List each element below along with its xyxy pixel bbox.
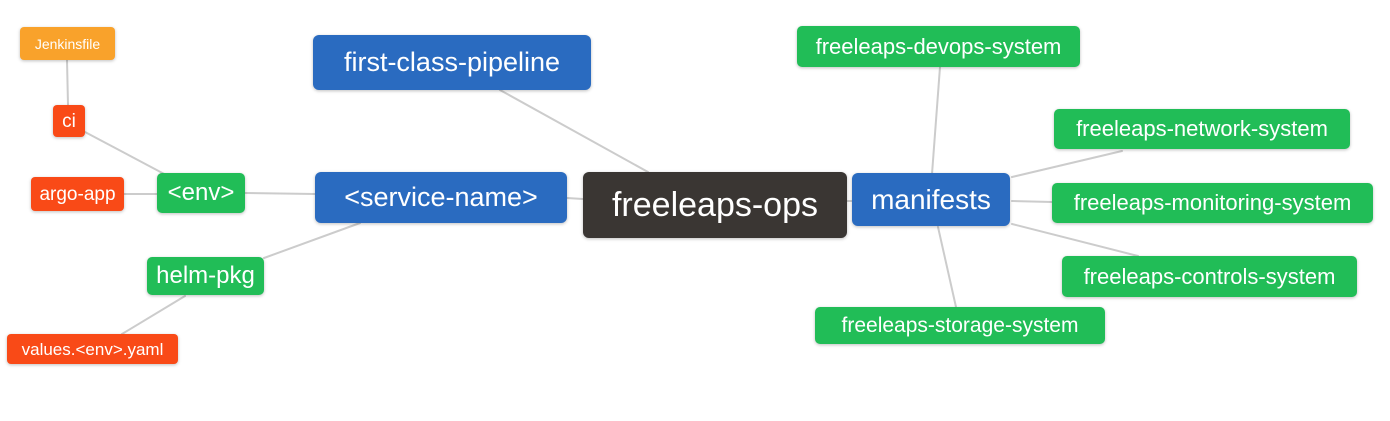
edge-manifests-storage-system [937,226,957,308]
node-helm-pkg[interactable]: helm-pkg [147,257,264,295]
node-freeleaps-storage-system[interactable]: freeleaps-storage-system [815,307,1105,344]
node-freeleaps-devops-system[interactable]: freeleaps-devops-system [797,26,1080,67]
node-env[interactable]: <env> [157,173,245,213]
edge-manifests-network-system [1011,150,1123,178]
edge-helm-pkg-service-name [263,222,361,259]
node-freeleaps-ops-root[interactable]: freeleaps-ops [583,172,847,238]
node-freeleaps-controls-system[interactable]: freeleaps-controls-system [1062,256,1357,297]
edge-service-name-freeleaps-ops [566,197,584,200]
edge-ci-env [84,131,169,177]
edge-manifests-monitoring-system [1011,200,1053,203]
node-values-env-yaml[interactable]: values.<env>.yaml [7,334,178,364]
node-freeleaps-monitoring-system[interactable]: freeleaps-monitoring-system [1052,183,1373,223]
node-jenkinsfile[interactable]: Jenkinsfile [20,27,115,60]
node-ci[interactable]: ci [53,105,85,137]
edge-pipeline-freeleaps-ops [499,89,649,173]
node-freeleaps-network-system[interactable]: freeleaps-network-system [1054,109,1350,149]
edge-manifests-devops-system [931,66,941,175]
node-manifests[interactable]: manifests [852,173,1010,226]
edge-values-helm-pkg [121,295,186,335]
node-first-class-pipeline[interactable]: first-class-pipeline [313,35,591,90]
edge-env-service-name [244,192,316,195]
edge-jenkinsfile-ci [66,59,69,106]
edge-manifests-controls-system [1011,223,1139,257]
node-argo-app[interactable]: argo-app [31,177,124,211]
node-service-name[interactable]: <service-name> [315,172,567,223]
